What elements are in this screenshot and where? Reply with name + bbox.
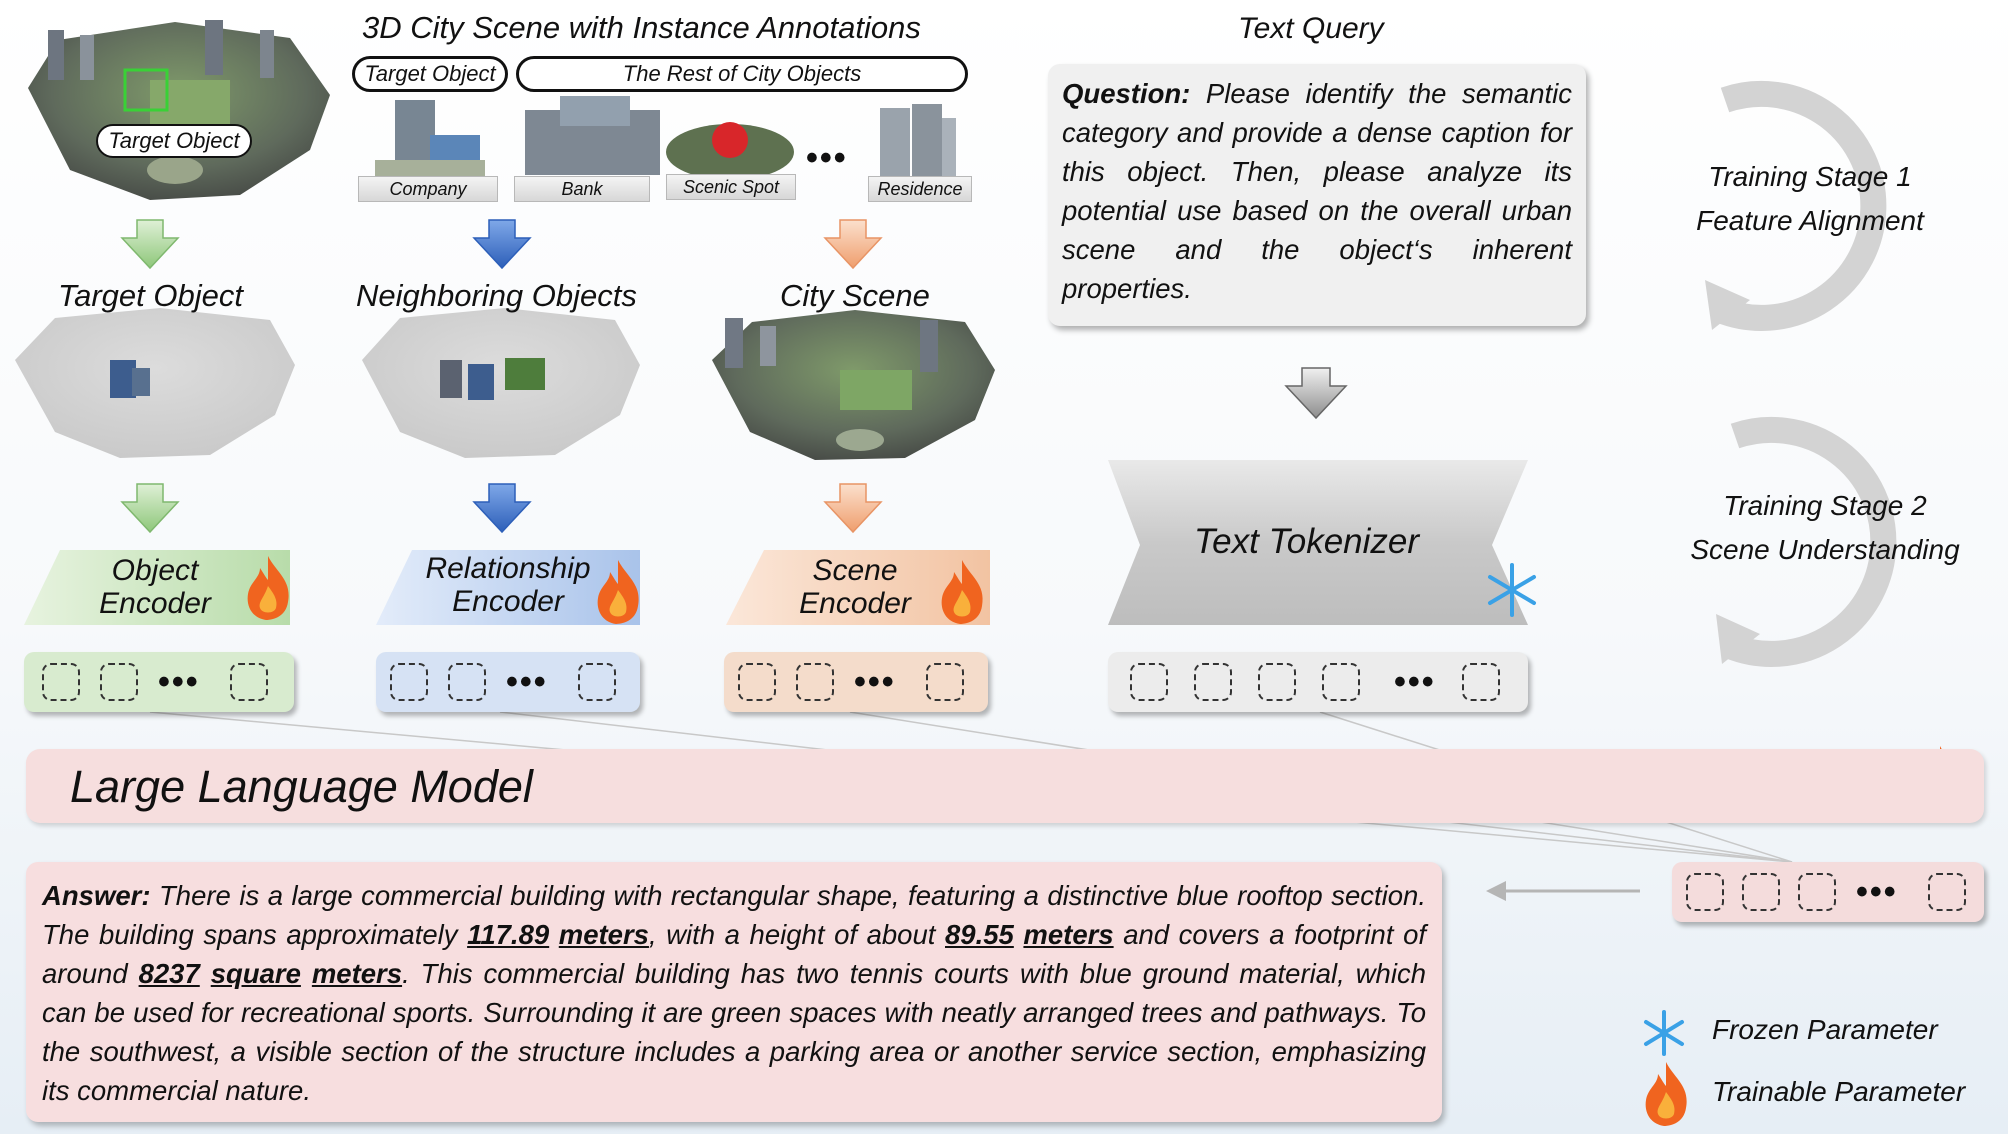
neighboring-objects-scene-image xyxy=(362,308,640,458)
token-ellipsis: ••• xyxy=(1856,873,1898,911)
text-tokenizer-label: Text Tokenizer xyxy=(1194,522,1420,561)
token xyxy=(100,663,138,701)
snowflake-icon xyxy=(1488,563,1536,617)
scene-title: 3D City Scene with Instance Annotations xyxy=(362,10,921,45)
thumbnail-ellipsis: ••• xyxy=(806,139,848,177)
down-arrow-icon xyxy=(472,219,532,270)
answer-unit-footprint-a: square xyxy=(210,958,301,989)
token xyxy=(230,663,268,701)
token xyxy=(926,663,964,701)
down-arrow-icon xyxy=(472,483,532,534)
text-tokenizer-shape xyxy=(1108,460,1528,625)
flame-icon xyxy=(941,560,983,624)
answer-box: Answer: There is a large commercial buil… xyxy=(26,862,1442,1122)
answer-label: Answer: xyxy=(42,880,151,911)
answer-value-length: 117.89 xyxy=(467,919,550,950)
down-arrow-icon xyxy=(120,219,180,270)
cycle-arrow-icon xyxy=(1705,80,1887,331)
token xyxy=(1130,663,1168,701)
scene-encoder-shape xyxy=(726,550,990,625)
training-stage-2: Training Stage 2 Scene Understanding xyxy=(1680,484,1970,572)
token xyxy=(1194,663,1232,701)
token xyxy=(1798,873,1836,911)
training-stage-1-title: Training Stage 1 xyxy=(1708,161,1912,192)
snowflake-icon xyxy=(1644,1010,1684,1056)
object-encoder-label: Object Encoder xyxy=(99,554,211,620)
answer-unit-footprint-b: meters xyxy=(311,958,403,989)
text-query-title: Text Query xyxy=(1238,12,1384,45)
scenic-spot-thumbnail xyxy=(666,122,794,180)
flame-icon xyxy=(1645,1062,1687,1126)
token xyxy=(1258,663,1296,701)
token xyxy=(1928,873,1966,911)
down-arrow-icon xyxy=(823,483,883,534)
relationship-encoder-label: Relationship Encoder xyxy=(425,552,591,618)
training-stage-2-subtitle: Scene Understanding xyxy=(1690,534,1960,565)
relationship-token-bar: ••• xyxy=(376,652,640,712)
target-object-title: Target Object xyxy=(58,278,243,313)
residence-thumbnail xyxy=(880,104,956,178)
company-thumbnail xyxy=(375,100,485,178)
answer-text-4: . This commercial building has two tenni… xyxy=(42,958,1427,1106)
neighboring-objects-title: Neighboring Objects xyxy=(356,278,637,313)
token xyxy=(578,663,616,701)
target-object-overlay-label: Target Object xyxy=(96,124,252,158)
output-token-bar: ••• xyxy=(1672,862,1984,922)
target-object-pill: Target Object xyxy=(352,56,508,92)
down-arrow-icon xyxy=(1284,367,1348,420)
rest-objects-pill: The Rest of City Objects xyxy=(516,56,968,92)
token xyxy=(42,663,80,701)
legend-frozen-label: Frozen Parameter xyxy=(1712,1014,1938,1045)
token-ellipsis: ••• xyxy=(1394,663,1436,701)
scene-token-bar: ••• xyxy=(724,652,988,712)
object-encoder-shape xyxy=(24,550,290,625)
city-scene-image xyxy=(28,20,330,200)
token xyxy=(796,663,834,701)
relationship-encoder-shape xyxy=(376,550,640,625)
cycle-arrow-icon xyxy=(1716,416,1897,667)
training-stage-1-subtitle: Feature Alignment xyxy=(1696,205,1924,236)
token-ellipsis: ••• xyxy=(506,663,548,701)
city-scene-title: City Scene xyxy=(780,278,930,313)
token xyxy=(1686,873,1724,911)
training-stage-2-title: Training Stage 2 xyxy=(1723,490,1927,521)
token xyxy=(448,663,486,701)
training-stage-1: Training Stage 1 Feature Alignment xyxy=(1680,155,1940,243)
answer-value-footprint: 8237 xyxy=(138,958,200,989)
thumbnail-label-residence: Residence xyxy=(868,176,972,202)
text-token-bar: ••• xyxy=(1108,652,1528,712)
object-token-bar: ••• xyxy=(24,652,294,712)
target-object-scene-image xyxy=(15,308,295,458)
down-arrow-icon xyxy=(120,483,180,534)
token xyxy=(390,663,428,701)
legend-trainable-label: Trainable Parameter xyxy=(1712,1076,1966,1107)
city-scene-column-image xyxy=(712,310,995,460)
answer-unit-length: meters xyxy=(558,919,649,950)
bank-thumbnail xyxy=(525,96,660,175)
down-arrow-icon xyxy=(823,219,883,270)
thumbnail-label-company: Company xyxy=(358,176,498,202)
left-arrow-icon xyxy=(1486,881,1640,901)
answer-value-height: 89.55 xyxy=(945,919,1014,950)
flame-icon xyxy=(247,556,289,620)
token xyxy=(738,663,776,701)
flame-icon xyxy=(597,560,639,624)
token-ellipsis: ••• xyxy=(854,663,896,701)
answer-text-3: and covers a footprint of around xyxy=(42,919,1427,989)
answer-text-1: There is a large commercial building wit… xyxy=(42,880,1426,950)
thumbnail-label-bank: Bank xyxy=(514,176,650,202)
question-text: Please identify the semantic category an… xyxy=(1062,78,1572,304)
token xyxy=(1742,873,1780,911)
token-ellipsis: ••• xyxy=(158,663,200,701)
llm-label: Large Language Model xyxy=(70,761,533,812)
token xyxy=(1462,663,1500,701)
scene-encoder-label: Scene Encoder xyxy=(799,554,911,620)
token xyxy=(1322,663,1360,701)
large-language-model-bar: Large Language Model xyxy=(26,749,1984,823)
question-box: Question: Please identify the semantic c… xyxy=(1048,64,1586,326)
thumbnail-label-scenic-spot: Scenic Spot xyxy=(666,174,796,200)
question-label: Question: xyxy=(1062,78,1191,109)
answer-unit-height: meters xyxy=(1023,919,1114,950)
answer-text-2: , with a height of about xyxy=(648,919,945,950)
